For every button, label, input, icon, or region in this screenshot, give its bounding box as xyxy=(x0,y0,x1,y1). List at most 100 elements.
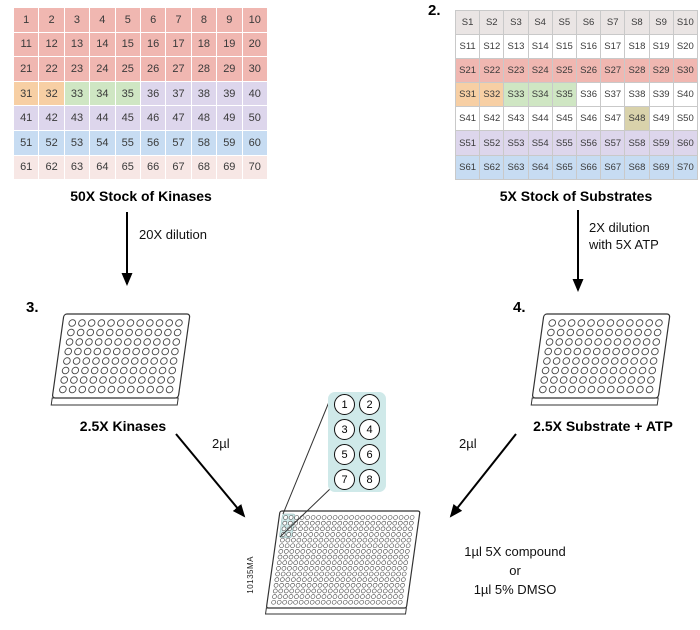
well xyxy=(155,319,164,327)
well xyxy=(286,532,292,537)
stock-grid-cell: S56 xyxy=(576,131,601,155)
stock-grid-cell: 35 xyxy=(115,81,140,106)
well xyxy=(311,588,317,594)
well xyxy=(391,566,397,571)
well xyxy=(306,543,312,549)
well xyxy=(309,566,314,571)
well xyxy=(346,537,351,543)
well xyxy=(289,588,295,594)
kinase-plate-label: 2.5X Kinases xyxy=(79,418,167,434)
well xyxy=(347,526,353,532)
well xyxy=(399,549,405,554)
well xyxy=(298,520,304,526)
well xyxy=(379,571,385,577)
stock-grid-cell: S49 xyxy=(649,107,673,131)
kinase-plate xyxy=(50,313,191,406)
well xyxy=(274,577,280,582)
stock-grid-cell: S30 xyxy=(673,59,697,83)
well xyxy=(330,571,335,577)
well xyxy=(74,347,82,356)
well xyxy=(337,599,342,605)
well xyxy=(329,537,335,543)
well xyxy=(127,385,135,394)
well xyxy=(63,357,71,365)
stock-grid-cell: 15 xyxy=(115,32,140,57)
well xyxy=(354,594,360,599)
well xyxy=(314,566,320,571)
well xyxy=(596,319,605,327)
well xyxy=(171,347,179,356)
well xyxy=(146,319,154,327)
well xyxy=(136,385,145,394)
well xyxy=(354,554,360,560)
stock-grid-cell: 68 xyxy=(191,155,217,180)
well xyxy=(119,366,128,375)
well xyxy=(579,376,587,384)
well xyxy=(292,526,298,532)
well xyxy=(347,566,353,571)
compound-note-line1: 1µl 5X compound xyxy=(464,544,566,559)
well xyxy=(305,515,310,520)
stock-grid-cell: S40 xyxy=(673,83,697,107)
well xyxy=(627,376,636,384)
well xyxy=(335,537,340,543)
well xyxy=(369,566,375,571)
well xyxy=(591,357,600,365)
well xyxy=(320,526,325,532)
stock-grid-cell: 9 xyxy=(217,8,242,32)
well xyxy=(315,520,321,526)
well xyxy=(315,599,320,605)
stock-grid-cell: S1 xyxy=(456,11,480,35)
well xyxy=(348,599,353,605)
well xyxy=(279,543,284,549)
compound-note-line2: or xyxy=(509,563,521,578)
well xyxy=(310,554,316,560)
well xyxy=(308,571,313,577)
well xyxy=(363,532,369,537)
well xyxy=(543,357,551,365)
well xyxy=(349,549,355,554)
well xyxy=(358,526,364,532)
well xyxy=(136,319,144,327)
assay-plate xyxy=(264,510,421,615)
well xyxy=(94,338,103,346)
stock-grid-cell: S9 xyxy=(649,11,673,35)
well xyxy=(313,577,318,582)
well xyxy=(572,357,580,365)
well xyxy=(373,577,379,582)
well xyxy=(276,599,282,605)
well xyxy=(328,543,334,549)
well xyxy=(577,385,586,394)
well xyxy=(277,594,283,599)
stock-grid-cell: 2 xyxy=(39,8,64,32)
well xyxy=(298,560,304,566)
inset-well-8: 8 xyxy=(359,469,380,490)
well xyxy=(605,328,613,337)
well xyxy=(288,554,294,560)
stock-grid-cell: 47 xyxy=(166,106,191,130)
well xyxy=(360,554,365,560)
well xyxy=(383,543,389,549)
well xyxy=(380,566,386,571)
well xyxy=(330,532,336,537)
well xyxy=(558,385,567,394)
stock-grid-cell: 66 xyxy=(140,155,166,180)
well xyxy=(645,319,654,327)
well xyxy=(291,532,297,537)
well xyxy=(336,526,342,532)
well xyxy=(283,554,288,560)
stock-grid-cell: S70 xyxy=(673,155,697,179)
well xyxy=(117,385,125,394)
well xyxy=(551,366,560,375)
well xyxy=(393,588,399,594)
well xyxy=(340,577,346,582)
well xyxy=(314,526,320,532)
well xyxy=(291,537,296,543)
stock-grid-cell: 63 xyxy=(64,155,90,180)
well xyxy=(379,537,384,543)
stock-grid-cell: 16 xyxy=(140,32,166,57)
well xyxy=(313,571,319,577)
well xyxy=(381,599,386,605)
well xyxy=(123,338,132,346)
stock-grid-cell: S33 xyxy=(504,83,528,107)
